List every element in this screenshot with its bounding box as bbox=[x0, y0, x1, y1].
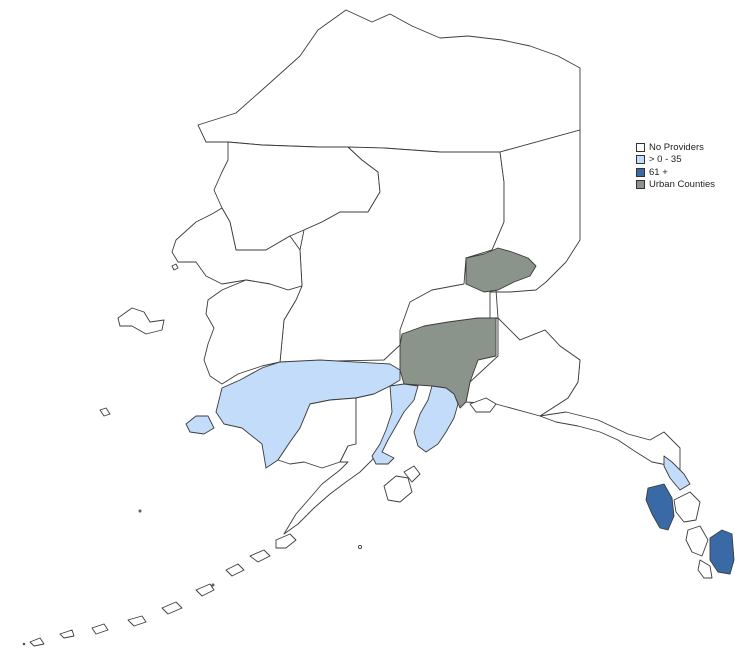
legend-swatch-no-providers bbox=[636, 142, 645, 152]
island-st-lawrence[interactable] bbox=[117, 307, 165, 335]
legend-label-low: > 0 - 35 bbox=[649, 154, 682, 166]
legend-item-no-providers: No Providers bbox=[636, 141, 715, 154]
island-dot-3 bbox=[211, 583, 215, 587]
island-dot-1 bbox=[357, 544, 363, 550]
region-fairbanks[interactable] bbox=[465, 247, 537, 293]
island-small-2[interactable] bbox=[171, 263, 179, 271]
legend-swatch-urban bbox=[636, 180, 645, 190]
region-sitka[interactable] bbox=[645, 483, 675, 531]
island-dot-2 bbox=[138, 509, 142, 513]
legend-label-no-providers: No Providers bbox=[649, 141, 704, 153]
island-dot-4 bbox=[22, 642, 26, 646]
island-aleutian-3[interactable] bbox=[225, 563, 245, 577]
legend: No Providers > 0 - 35 61 + Urban Countie… bbox=[636, 141, 715, 191]
region-nunivak[interactable] bbox=[185, 415, 215, 435]
island-aleutian-2[interactable] bbox=[249, 549, 271, 563]
island-aleutian-8[interactable] bbox=[59, 629, 75, 639]
island-aleutian-7[interactable] bbox=[91, 623, 109, 635]
region-kenai-peninsula[interactable] bbox=[413, 385, 459, 453]
region-anchorage-matsu[interactable] bbox=[399, 317, 497, 409]
island-kodiak[interactable] bbox=[383, 475, 413, 503]
legend-item-low: > 0 - 35 bbox=[636, 154, 715, 167]
region-haines[interactable] bbox=[663, 455, 691, 491]
region-ketchikan[interactable] bbox=[709, 529, 735, 575]
region-north-slope[interactable] bbox=[197, 9, 581, 153]
region-yakutat[interactable] bbox=[539, 411, 681, 479]
legend-swatch-high bbox=[636, 167, 645, 177]
island-aleutian-4[interactable] bbox=[195, 583, 215, 597]
island-southeast-2[interactable] bbox=[685, 525, 709, 557]
island-southeast-1[interactable] bbox=[673, 491, 701, 523]
legend-label-high: 61 + bbox=[649, 166, 668, 178]
island-aleutian-1[interactable] bbox=[275, 533, 297, 549]
island-aleutian-6[interactable] bbox=[127, 615, 147, 627]
legend-item-urban: Urban Counties bbox=[636, 179, 715, 192]
island-pws[interactable] bbox=[469, 397, 497, 413]
island-kodiak-2[interactable] bbox=[403, 465, 421, 483]
region-kusilvak[interactable] bbox=[203, 279, 303, 385]
island-aleutian-9[interactable] bbox=[29, 637, 45, 647]
island-southeast-3[interactable] bbox=[697, 559, 713, 579]
island-aleutian-5[interactable] bbox=[161, 601, 183, 615]
region-kenai-area[interactable] bbox=[371, 383, 419, 465]
island-small-1[interactable] bbox=[99, 407, 111, 417]
legend-item-high: 61 + bbox=[636, 166, 715, 179]
legend-swatch-low bbox=[636, 155, 645, 165]
legend-label-urban: Urban Counties bbox=[649, 179, 716, 191]
